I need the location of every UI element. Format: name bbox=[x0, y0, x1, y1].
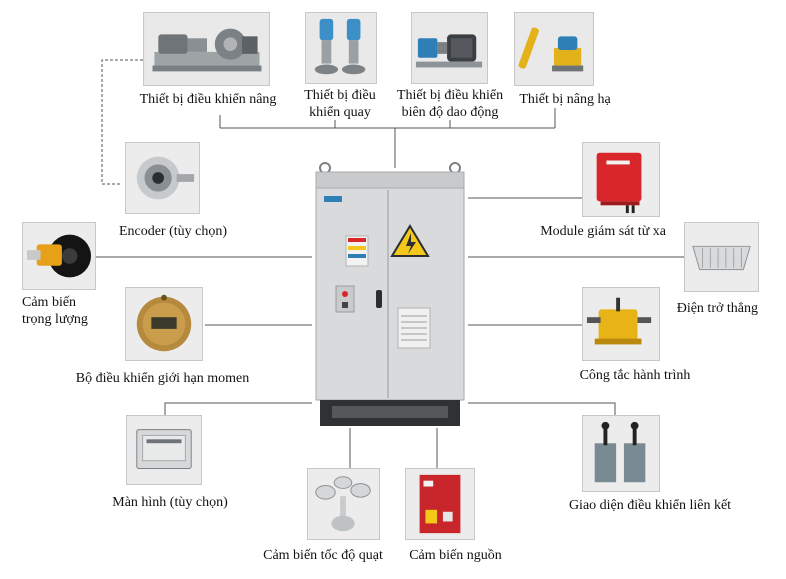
power-sensor-photo bbox=[405, 468, 475, 540]
straight-resistor-label: Điện trở thẳng bbox=[676, 301, 758, 316]
limit-switch-label: Công tắc hành trình bbox=[579, 368, 691, 383]
amplitude-control-label-line-2: biên độ dao động bbox=[401, 105, 499, 120]
lift-lower-label: Thiết bị nâng hạ bbox=[519, 92, 611, 107]
display-screen-icon bbox=[127, 416, 201, 484]
remote-monitor-photo bbox=[582, 142, 660, 217]
resistor-icon bbox=[685, 223, 758, 291]
weight-sensor-icon bbox=[23, 223, 95, 289]
torque-limiter-label: Bộ điều khiển giới hạn momen bbox=[75, 371, 250, 386]
wind-speed-sensor-photo bbox=[307, 468, 380, 540]
amplitude-winch-icon bbox=[412, 13, 487, 83]
amplitude-control-label-line-1: Thiết bị điều khiển bbox=[396, 88, 504, 103]
remote-monitor-label: Module giám sát từ xa bbox=[540, 224, 666, 239]
joystick-interface-photo bbox=[582, 415, 660, 492]
encoder-photo bbox=[125, 142, 200, 214]
rotation-control-label: Thiết bị điều khiển quay bbox=[285, 87, 395, 121]
control-cabinet-icon bbox=[315, 162, 465, 426]
lift-lower-photo bbox=[514, 12, 594, 86]
straight-resistor-photo bbox=[684, 222, 759, 292]
torque-limiter-photo bbox=[125, 287, 203, 361]
anemometer-icon bbox=[308, 469, 379, 539]
rotation-motor-icon bbox=[306, 13, 376, 83]
hydraulic-lift-icon bbox=[515, 13, 593, 85]
weight-sensor-photo bbox=[22, 222, 96, 290]
limit-switch-photo bbox=[582, 287, 660, 361]
amplitude-control-label: Thiết bị điều khiển biên độ dao động bbox=[380, 87, 520, 121]
control-cabinet bbox=[310, 158, 470, 430]
joystick-interface-label: Giao diện điều khiển liên kết bbox=[568, 498, 732, 513]
power-sensor-label: Cảm biến nguồn bbox=[409, 548, 502, 563]
torque-limiter-icon bbox=[126, 288, 202, 360]
weight-sensor-label-line-1: Cảm biến bbox=[22, 295, 77, 310]
weight-sensor-label: Cảm biến trọng lượng bbox=[22, 294, 122, 328]
encoder-icon bbox=[126, 143, 199, 213]
weight-sensor-label-line-2: trọng lượng bbox=[22, 312, 88, 327]
rotation-control-label-line-1: Thiết bị điều bbox=[304, 88, 376, 103]
remote-module-icon bbox=[583, 143, 659, 216]
amplitude-control-photo bbox=[411, 12, 488, 84]
wind-speed-sensor-label: Cảm biến tốc độ quạt bbox=[263, 548, 383, 563]
rotation-control-label-line-2: khiển quay bbox=[309, 105, 371, 120]
joystick-console-icon bbox=[583, 416, 659, 491]
winch-machine-icon bbox=[144, 13, 269, 85]
rotation-control-photo bbox=[305, 12, 377, 84]
limit-switch-icon bbox=[583, 288, 659, 360]
encoder-label: Encoder (tùy chọn) bbox=[118, 224, 228, 239]
display-label: Màn hình (tùy chọn) bbox=[112, 495, 228, 510]
display-photo bbox=[126, 415, 202, 485]
power-sensor-icon bbox=[406, 469, 474, 539]
lifting-control-photo bbox=[143, 12, 270, 86]
lifting-control-label: Thiết bị điều khiển nâng bbox=[139, 92, 277, 107]
